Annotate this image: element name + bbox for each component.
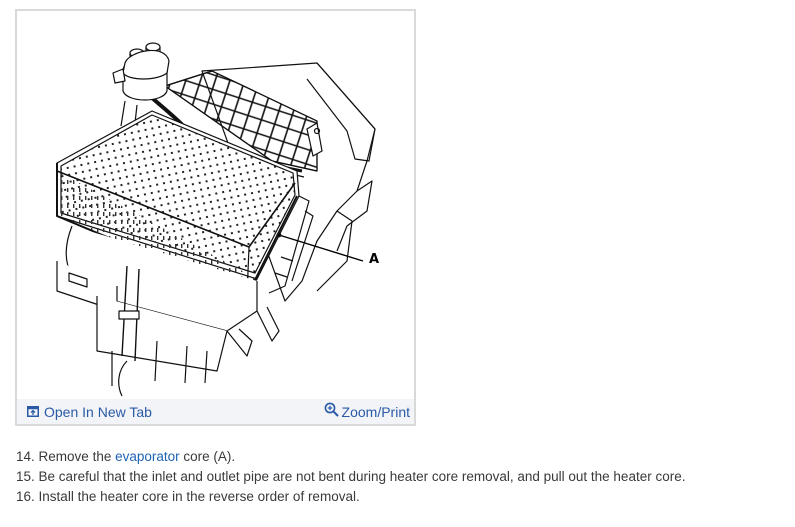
step-16: 16. Install the heater core in the rever…: [16, 489, 360, 504]
open-in-new-tab-label: Open In New Tab: [44, 403, 152, 420]
callout-label-a: A: [369, 252, 380, 267]
figure-footer-bar: Open In New Tab Zoom/Print: [17, 399, 414, 424]
zoom-in-icon: [324, 402, 339, 417]
zoom-print-label: Zoom/Print: [341, 403, 410, 420]
evaporator-diagram-image: A: [17, 11, 414, 401]
zoom-print-link[interactable]: Zoom/Print: [324, 402, 410, 420]
procedure-steps: 14. Remove the evaporator core (A). 15. …: [16, 447, 685, 527]
evaporator-link[interactable]: evaporator: [115, 449, 180, 464]
step-17-clipped: [16, 507, 685, 527]
diagram-figure: A Open In New Tab Zoom/Print: [15, 9, 416, 426]
step-14: 14. Remove the evaporator core (A).: [16, 449, 236, 464]
open-in-new-tab-link[interactable]: Open In New Tab: [27, 404, 152, 420]
open-in-new-tab-icon: [27, 406, 39, 417]
step-15: 15. Be careful that the inlet and outlet…: [16, 469, 686, 484]
